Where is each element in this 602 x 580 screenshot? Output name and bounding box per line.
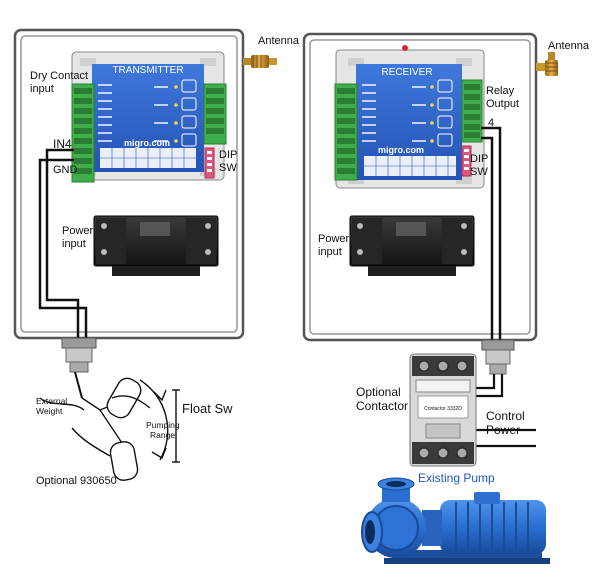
receiver-dip-label-1: DIP: [470, 153, 488, 165]
control-power-label-2: Power: [486, 423, 520, 437]
receiver-antenna-icon: [536, 52, 558, 76]
transmitter-title: TRANSMITTER: [112, 65, 183, 76]
float-switch-label: Float Sw: [182, 401, 233, 416]
receiver-power-label-2: input: [318, 246, 342, 258]
receiver-title: RECEIVER: [381, 67, 432, 78]
receiver-relay-terminal-block: [461, 79, 483, 143]
external-weight-label-2: Weight: [36, 406, 63, 416]
existing-pump-label: Existing Pump: [418, 471, 495, 485]
dry-contact-label-2: input: [30, 83, 54, 95]
contactor-device-label: Contactor 3332D: [424, 406, 462, 412]
pump-icon: [361, 477, 550, 564]
optional-float-label: Optional 930650: [36, 475, 117, 487]
receiver-input-terminal-block: [334, 83, 358, 181]
receiver-power-label-1: Power: [318, 233, 350, 245]
float-switch-cable: [74, 371, 83, 399]
transmitter-power-label-2: input: [62, 238, 86, 250]
receiver-antenna-label: Antenna: [548, 40, 590, 52]
transmitter-wires: [38, 148, 88, 345]
receiver-brand: migro.com: [378, 145, 424, 155]
relay-output-label-1: Relay: [486, 85, 515, 97]
transmitter-dip-switch: [204, 147, 215, 179]
contactor-wires: [476, 374, 536, 448]
dry-contact-label-1: Dry Contact: [30, 70, 88, 82]
receiver-relay-wires: [481, 126, 502, 344]
receiver-dip-switch: [461, 145, 472, 177]
transmitter-brand: migro.com: [124, 138, 170, 148]
transmitter-input-terminal-block: [71, 83, 95, 183]
relay-output-label-2: Output: [486, 98, 519, 110]
transmitter-power-label-1: Power: [62, 225, 94, 237]
transmitter-dip-label-2: SW: [219, 162, 237, 174]
pumping-range-label-2: Range: [150, 430, 175, 440]
optional-contactor-label-1: Optional: [356, 385, 401, 399]
external-weight-label-1: External: [36, 396, 67, 406]
optional-contactor-label-2: Contactor: [356, 399, 408, 413]
transmitter-dip-label-1: DIP: [219, 149, 237, 161]
transmitter-antenna-icon: [243, 55, 277, 68]
control-power-label-1: Control: [486, 409, 525, 423]
in4-label: IN4: [53, 137, 72, 151]
receiver-power-supply: [349, 215, 475, 276]
transmitter-antenna-label: Antenna: [258, 35, 300, 47]
transmitter-output-terminal-block: [203, 83, 227, 145]
gnd-label: GND: [53, 164, 78, 176]
float-switch-icon: [39, 377, 180, 481]
receiver-dip-label-2: SW: [470, 166, 488, 178]
relay-output-number: 4: [488, 117, 494, 129]
pumping-range-label-1: Pumping: [146, 420, 180, 430]
transmitter-cable-gland-icon: [61, 337, 97, 373]
contactor-icon: [409, 353, 477, 467]
receiver-cable-gland-icon: [481, 339, 515, 375]
receiver-board: [335, 45, 485, 189]
transmitter-power-supply: [93, 215, 219, 276]
